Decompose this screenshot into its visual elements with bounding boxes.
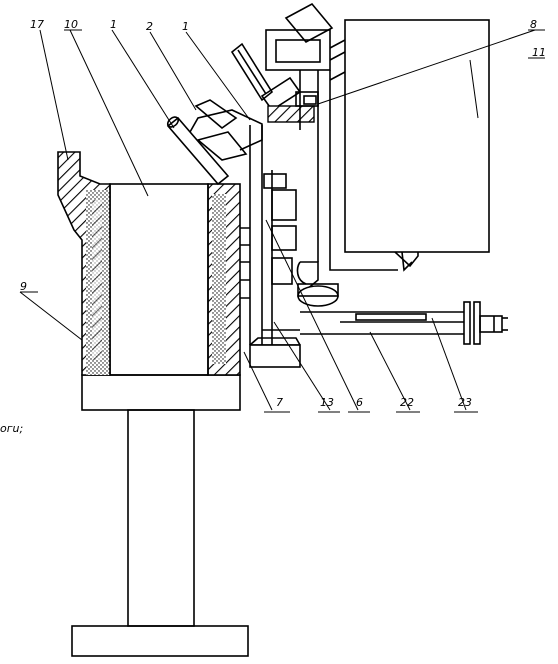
label-7: 7 xyxy=(276,396,283,409)
label-2: 2 xyxy=(146,20,153,33)
label-13: 13 xyxy=(320,396,334,409)
horizontal-shaft xyxy=(300,301,508,345)
crucible-base-plate xyxy=(81,374,241,411)
label-17: 17 xyxy=(30,18,44,31)
label-6: 6 xyxy=(356,396,363,409)
upper-block xyxy=(265,2,334,262)
label-22: 22 xyxy=(400,396,414,409)
crucible-cavity xyxy=(109,183,209,376)
label-8: 8 xyxy=(530,18,537,31)
side-text: огu; xyxy=(0,422,23,435)
label-23: 23 xyxy=(458,396,472,409)
label-1: 1 xyxy=(110,18,117,31)
crucible-lining xyxy=(57,151,241,376)
label-9: 9 xyxy=(20,280,27,293)
label-10: 10 xyxy=(64,18,78,31)
label-1b: 1 xyxy=(182,20,189,33)
top-arm-assembly xyxy=(166,42,302,186)
large-box xyxy=(329,19,490,272)
leader-lines xyxy=(19,29,545,413)
pedestal xyxy=(71,409,249,657)
lower-mechanism xyxy=(249,261,398,368)
frame-column xyxy=(240,125,300,346)
label-11: 11 xyxy=(532,46,546,59)
